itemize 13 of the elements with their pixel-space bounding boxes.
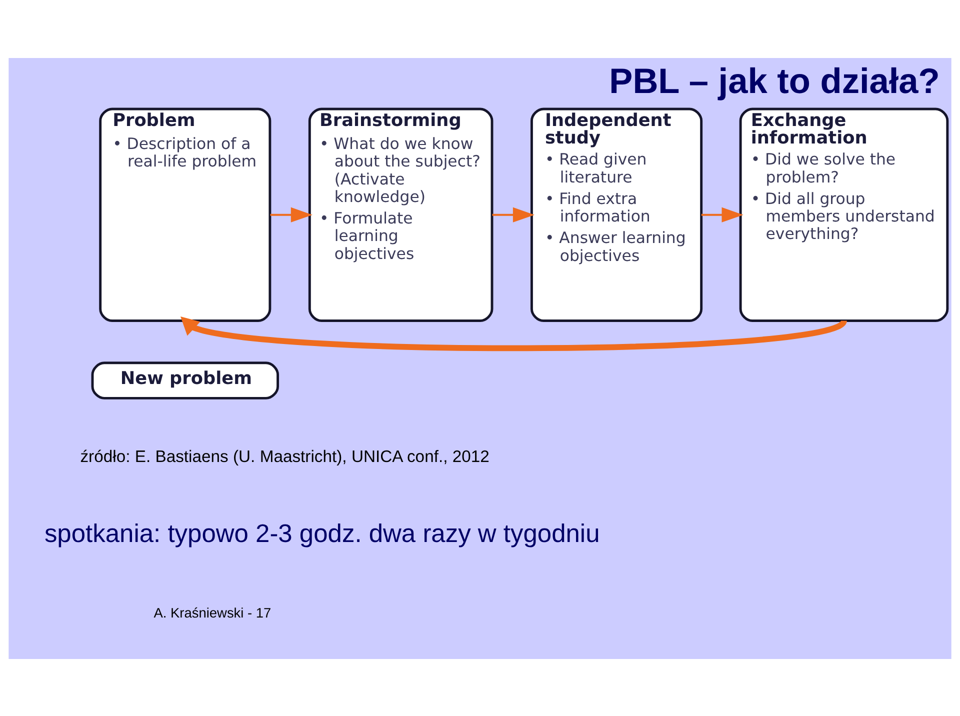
node-box: Independent study • Read given literature • Find extra information • Answer learning objectives — [530, 107, 703, 322]
label: A. Kraśniewski - 17 — [154, 605, 272, 620]
arrow — [270, 206, 312, 222]
node-box: Exchange information • Did we solve the problem? • Did all group members understand everything? — [739, 107, 949, 322]
node-box: New problem — [91, 361, 280, 399]
node-box: Brainstorming • What do we know about the subject? (Activate knowledge) • Formulate learning objectives — [308, 107, 494, 322]
arrow — [492, 206, 535, 222]
arrow — [701, 206, 744, 222]
label: źródło: E. Bastiaens (U. Maastricht), UNICA conf., 2012 — [80, 446, 490, 466]
diagram-title: PBL – jak to działa? — [609, 62, 940, 101]
label: spotkania: typowo 2-3 godz. dwa razy w tygodniu — [44, 520, 600, 548]
node-box: Problem • Description of a real-life problem — [99, 107, 272, 322]
arrow — [180, 316, 846, 351]
